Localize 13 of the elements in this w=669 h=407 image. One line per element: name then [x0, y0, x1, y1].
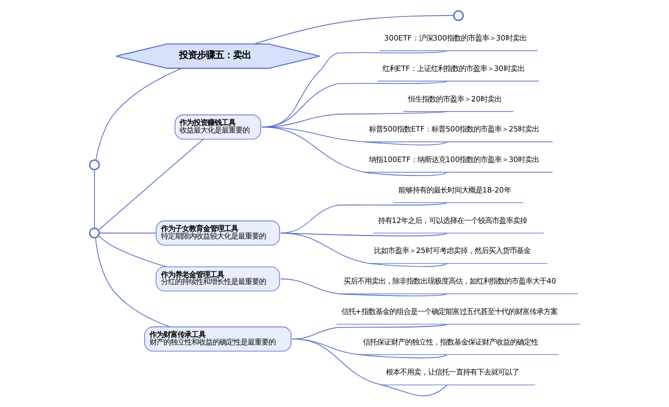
node-circle: [452, 10, 464, 22]
connector: [94, 237, 170, 328]
connector: [98, 236, 166, 268]
connector: [94, 68, 182, 161]
connector: [254, 15, 454, 44]
connector: [260, 126, 447, 176]
connector: [98, 232, 156, 234]
connector: [97, 138, 204, 231]
connector: [280, 278, 447, 296]
node-circle: [88, 159, 100, 170]
connector: [280, 232, 447, 267]
connector: [291, 338, 447, 396]
node-circle: [88, 228, 100, 238]
